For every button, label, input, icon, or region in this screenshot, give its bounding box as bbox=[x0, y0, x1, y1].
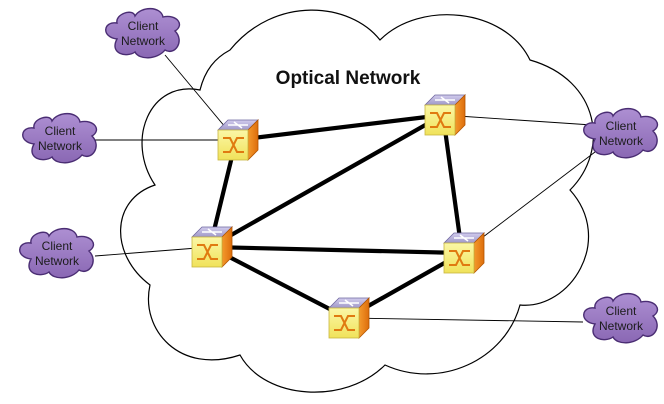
client-label-line1: Client bbox=[606, 119, 637, 133]
client-cloud-shape bbox=[22, 112, 98, 164]
switch-top-arrows bbox=[228, 121, 248, 129]
switch-crossconnect-glyph bbox=[334, 315, 355, 331]
client-label-line2: Network bbox=[35, 254, 80, 268]
fiber-link-node-b-node-d bbox=[440, 112, 465, 256]
optical-switch-node-c bbox=[191, 226, 233, 268]
optical-switch-node-b bbox=[424, 94, 466, 136]
fiber-link-node-c-node-d bbox=[207, 244, 465, 256]
optical-switch-node-d bbox=[443, 232, 485, 274]
access-link-client-3 bbox=[94, 246, 211, 257]
client-label-line1: Client bbox=[42, 239, 73, 253]
client-cloud-shape bbox=[105, 7, 181, 59]
switch-crossconnect-glyph bbox=[223, 137, 244, 153]
optical-network-cloud bbox=[120, 9, 594, 393]
client-label-line2: Network bbox=[121, 34, 166, 48]
optical-switch-node-e bbox=[328, 297, 370, 339]
client-label-line1: Client bbox=[606, 304, 637, 318]
client-cloud-shape bbox=[583, 107, 659, 159]
access-link-client-6 bbox=[346, 317, 584, 323]
client-label-line2: Network bbox=[38, 139, 83, 153]
switch-crossconnect-glyph bbox=[430, 112, 451, 128]
client-label-line2: Network bbox=[599, 319, 644, 333]
access-link-client-4 bbox=[442, 114, 593, 126]
fiber-link-node-a-node-b bbox=[233, 112, 446, 143]
switch-top-arrows bbox=[435, 96, 455, 104]
client-cloud-shape bbox=[19, 227, 95, 279]
switch-top-arrows bbox=[339, 299, 359, 307]
client-cloud-shape bbox=[583, 292, 659, 344]
switch-crossconnect-glyph bbox=[197, 244, 218, 260]
client-label-line1: Client bbox=[128, 19, 159, 33]
fiber-link-node-c-node-e bbox=[207, 244, 350, 321]
optical-switches bbox=[191, 94, 485, 339]
optical-switch-node-a bbox=[217, 119, 259, 161]
fiber-link-node-b-node-c bbox=[207, 112, 446, 250]
switch-top-arrows bbox=[454, 234, 474, 242]
switch-top-arrows bbox=[202, 228, 222, 236]
access-links bbox=[94, 54, 596, 323]
switch-crossconnect-glyph bbox=[449, 250, 470, 266]
client-label-line2: Network bbox=[599, 134, 644, 148]
client-networks: ClientNetworkClientNetworkClientNetworkC… bbox=[19, 7, 659, 344]
diagram-title: Optical Network bbox=[276, 68, 421, 89]
client-label-line1: Client bbox=[45, 124, 76, 138]
